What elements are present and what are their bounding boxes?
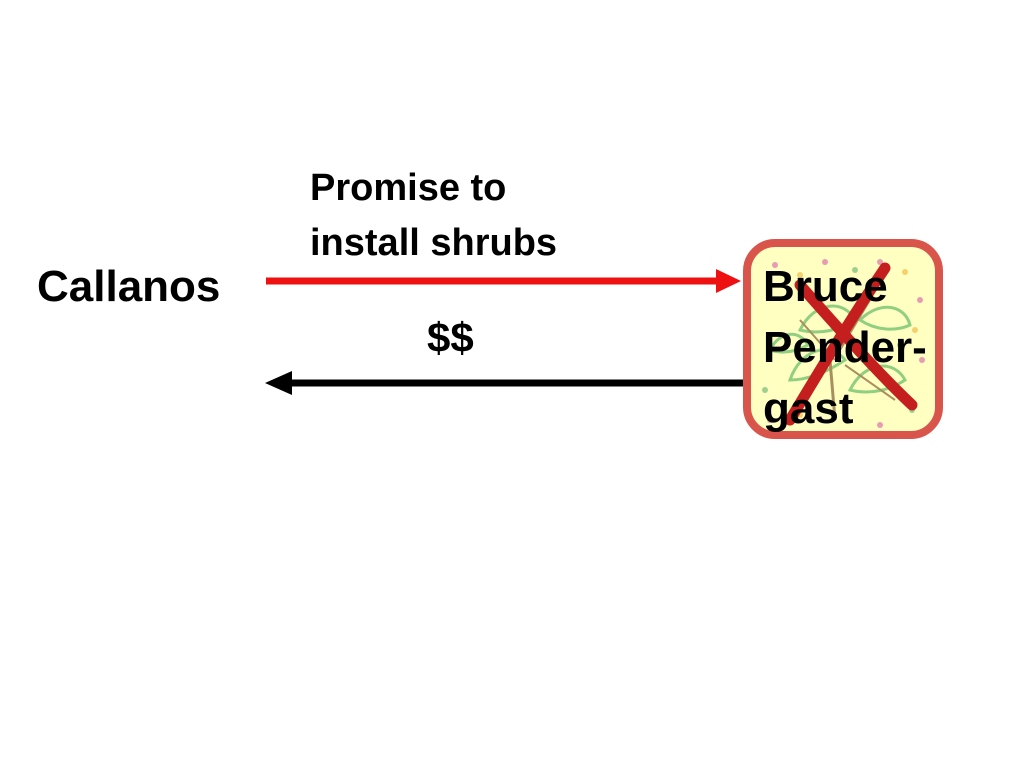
shrub-badge: [743, 239, 943, 439]
payment-arrow: [265, 371, 748, 395]
party-bruce-label-line3: gast: [763, 384, 854, 433]
promise-label-line1: Promise to: [310, 167, 507, 209]
party-bruce-label-line1: Bruce: [763, 262, 888, 311]
cross-out-icon: [784, 262, 918, 426]
promise-label-line2: install shrubs: [310, 222, 558, 264]
party-bruce-label-line2: Pender-: [763, 323, 927, 372]
payment-label: $$: [427, 314, 474, 361]
party-callanos-label: Callanos: [37, 262, 221, 311]
promise-arrow: [266, 269, 741, 293]
